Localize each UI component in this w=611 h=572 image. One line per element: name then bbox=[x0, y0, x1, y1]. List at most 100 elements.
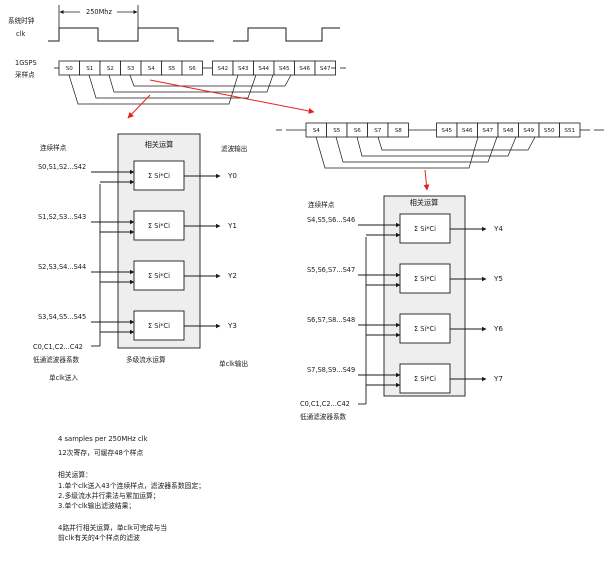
left-function-box bbox=[133, 160, 185, 191]
right-output-label: Y5 bbox=[493, 274, 503, 283]
buffer-right-cell: S5 bbox=[326, 122, 348, 138]
right-function-box bbox=[399, 363, 451, 394]
right-input-label: S4,S5,S6...S46 bbox=[307, 216, 355, 224]
note-line-5: 2.多级流水并行乘法与累加运算； bbox=[58, 491, 160, 500]
buffer-right-section: S4 S5 S6 S7 S8 S45 S46 S47 S48 S49 S50 S51 bbox=[276, 122, 604, 169]
left-function-label: Σ Si*Ci bbox=[148, 272, 170, 280]
note-line-2: 12次寄存，可缓存48个样点 bbox=[58, 449, 144, 458]
buffer-top-cell-label: S47 bbox=[320, 66, 331, 72]
left-row: S1,S2,S3...S43 Σ Si*Ci Y1 bbox=[38, 210, 237, 241]
buffer-top-cell: S46 bbox=[294, 60, 316, 76]
red-arrow-to-right-buffer bbox=[149, 79, 315, 114]
left-function-box bbox=[133, 260, 185, 291]
clock-section: 系统时钟 clk 250Mhz bbox=[8, 5, 340, 42]
left-clk-in: 单clk送入 bbox=[49, 373, 78, 382]
buffer-top-bracket bbox=[88, 74, 257, 99]
buffer-top-cell: S44 bbox=[253, 60, 275, 76]
right-function-box bbox=[399, 313, 451, 344]
adc-label-1: 1GSPS bbox=[15, 59, 37, 67]
note-line-8: 前clk有关的4个样点的滤波 bbox=[58, 534, 140, 543]
clock-waveform-1 bbox=[48, 27, 214, 42]
right-coeff-label: C0,C1,C2...C42 bbox=[300, 400, 350, 408]
buffer-right-cell-label: S46 bbox=[462, 128, 473, 134]
buffer-top-cell-label: S42 bbox=[217, 66, 228, 72]
right-block-title: 相关运算 bbox=[410, 198, 439, 207]
buffer-top-bracket bbox=[68, 74, 239, 105]
left-block-title: 相关运算 bbox=[145, 140, 174, 149]
buffer-right-cell: S7 bbox=[367, 122, 389, 138]
buffer-right: S4 S5 S6 S7 S8 S45 S46 S47 S48 S49 S50 S51 bbox=[305, 122, 581, 138]
buffer-top-cell-label: S46 bbox=[299, 66, 310, 72]
left-input-label: S1,S2,S3...S43 bbox=[38, 213, 86, 221]
right-output-label: Y6 bbox=[493, 324, 503, 333]
buffer-right-cell-label: S8 bbox=[395, 128, 403, 134]
buffer-top-cell-label: S43 bbox=[238, 66, 249, 72]
buffer-right-cell: S4 bbox=[305, 122, 327, 138]
right-function-label: Σ Si*Ci bbox=[414, 325, 436, 333]
clock-label-1: 系统时钟 bbox=[8, 16, 35, 25]
buffer-right-cell-label: S51 bbox=[564, 128, 575, 134]
right-function-label: Σ Si*Ci bbox=[414, 375, 436, 383]
buffer-top-cell: S45 bbox=[273, 60, 295, 76]
left-input-label: S2,S3,S4...S44 bbox=[38, 263, 86, 271]
left-coeff-label: C0,C1,C2...C42 bbox=[33, 343, 83, 351]
buffer-top-cell: S4 bbox=[140, 60, 162, 76]
left-coeff-desc: 低通滤波器系数 bbox=[33, 355, 80, 364]
buffer-right-cell-label: S4 bbox=[313, 128, 321, 134]
right-row: S4,S5,S6...S46 Σ Si*Ci Y4 bbox=[307, 213, 503, 244]
buffer-top-cell: S3 bbox=[120, 60, 142, 76]
buffer-right-cell: S47 bbox=[477, 122, 499, 138]
buffer-top-cell: S6 bbox=[181, 60, 203, 76]
buffer-right-cell: S46 bbox=[456, 122, 478, 138]
buffer-top-cell-label: S5 bbox=[168, 66, 176, 72]
note-line-7: 4路并行相关运算，单clk可完成与当 bbox=[58, 524, 168, 533]
note-line-3: 相关运算： bbox=[58, 471, 92, 480]
right-function-label: Σ Si*Ci bbox=[414, 225, 436, 233]
right-function-box bbox=[399, 263, 451, 294]
right-correlation-block: 相关运算 连续样点 S4,S5,S6...S46 Σ Si*Ci Y4S5,S6,S… bbox=[300, 195, 503, 421]
note-line-6: 3.单个clk输出滤波结果； bbox=[58, 502, 136, 511]
buffer-right-cell-label: S45 bbox=[441, 128, 452, 134]
note-line-4: 1.单个clk送入43个连续样点，滤波器系数固定； bbox=[58, 481, 206, 490]
left-output-label: Y2 bbox=[227, 271, 237, 280]
red-arrow-to-right-block bbox=[423, 169, 430, 191]
adc-label-2: 采样点 bbox=[15, 70, 35, 79]
left-function-label: Σ Si*Ci bbox=[148, 222, 170, 230]
buffer-right-cell-label: S7 bbox=[374, 128, 382, 134]
buffer-right-brackets bbox=[315, 136, 536, 169]
buffer-right-cell-label: S5 bbox=[333, 128, 341, 134]
buffer-right-cell-label: S50 bbox=[544, 128, 555, 134]
buffer-top-cell-label: S0 bbox=[66, 66, 74, 72]
buffer-right-bracket bbox=[315, 136, 479, 169]
buffer-top-cell: S2 bbox=[99, 60, 121, 76]
buffer-right-cell: S48 bbox=[497, 122, 519, 138]
buffer-top-cell-label: S45 bbox=[279, 66, 290, 72]
buffer-top-brackets bbox=[68, 74, 292, 105]
buffer-top-bracket bbox=[129, 74, 292, 87]
left-output-title: 滤波输出 bbox=[221, 144, 247, 153]
buffer-top-cell-label: S44 bbox=[258, 66, 269, 72]
buffer-right-cell-label: S48 bbox=[503, 128, 514, 134]
buffer-top-cell-label: S1 bbox=[86, 66, 94, 72]
right-coeff-desc: 低通滤波器系数 bbox=[300, 412, 347, 421]
left-input-label: S0,S1,S2...S42 bbox=[38, 163, 86, 171]
buffer-right-cell: S6 bbox=[346, 122, 368, 138]
buffer-top-cell: S43 bbox=[232, 60, 254, 76]
buffer-right-cell-label: S6 bbox=[354, 128, 362, 134]
left-function-label: Σ Si*Ci bbox=[148, 172, 170, 180]
clock-waveform-2 bbox=[233, 27, 340, 42]
buffer-right-cell: S49 bbox=[518, 122, 540, 138]
right-input-label: S5,S6,S7...S47 bbox=[307, 266, 355, 274]
notes: 4 samples per 250MHz clk 12次寄存，可缓存48个样点 … bbox=[58, 434, 388, 544]
left-output-label: Y1 bbox=[227, 221, 237, 230]
red-arrow-to-left-block bbox=[127, 94, 151, 119]
right-output-label: Y4 bbox=[493, 224, 503, 233]
right-input-title: 连续样点 bbox=[308, 200, 335, 209]
buffer-top-cell: S5 bbox=[161, 60, 183, 76]
